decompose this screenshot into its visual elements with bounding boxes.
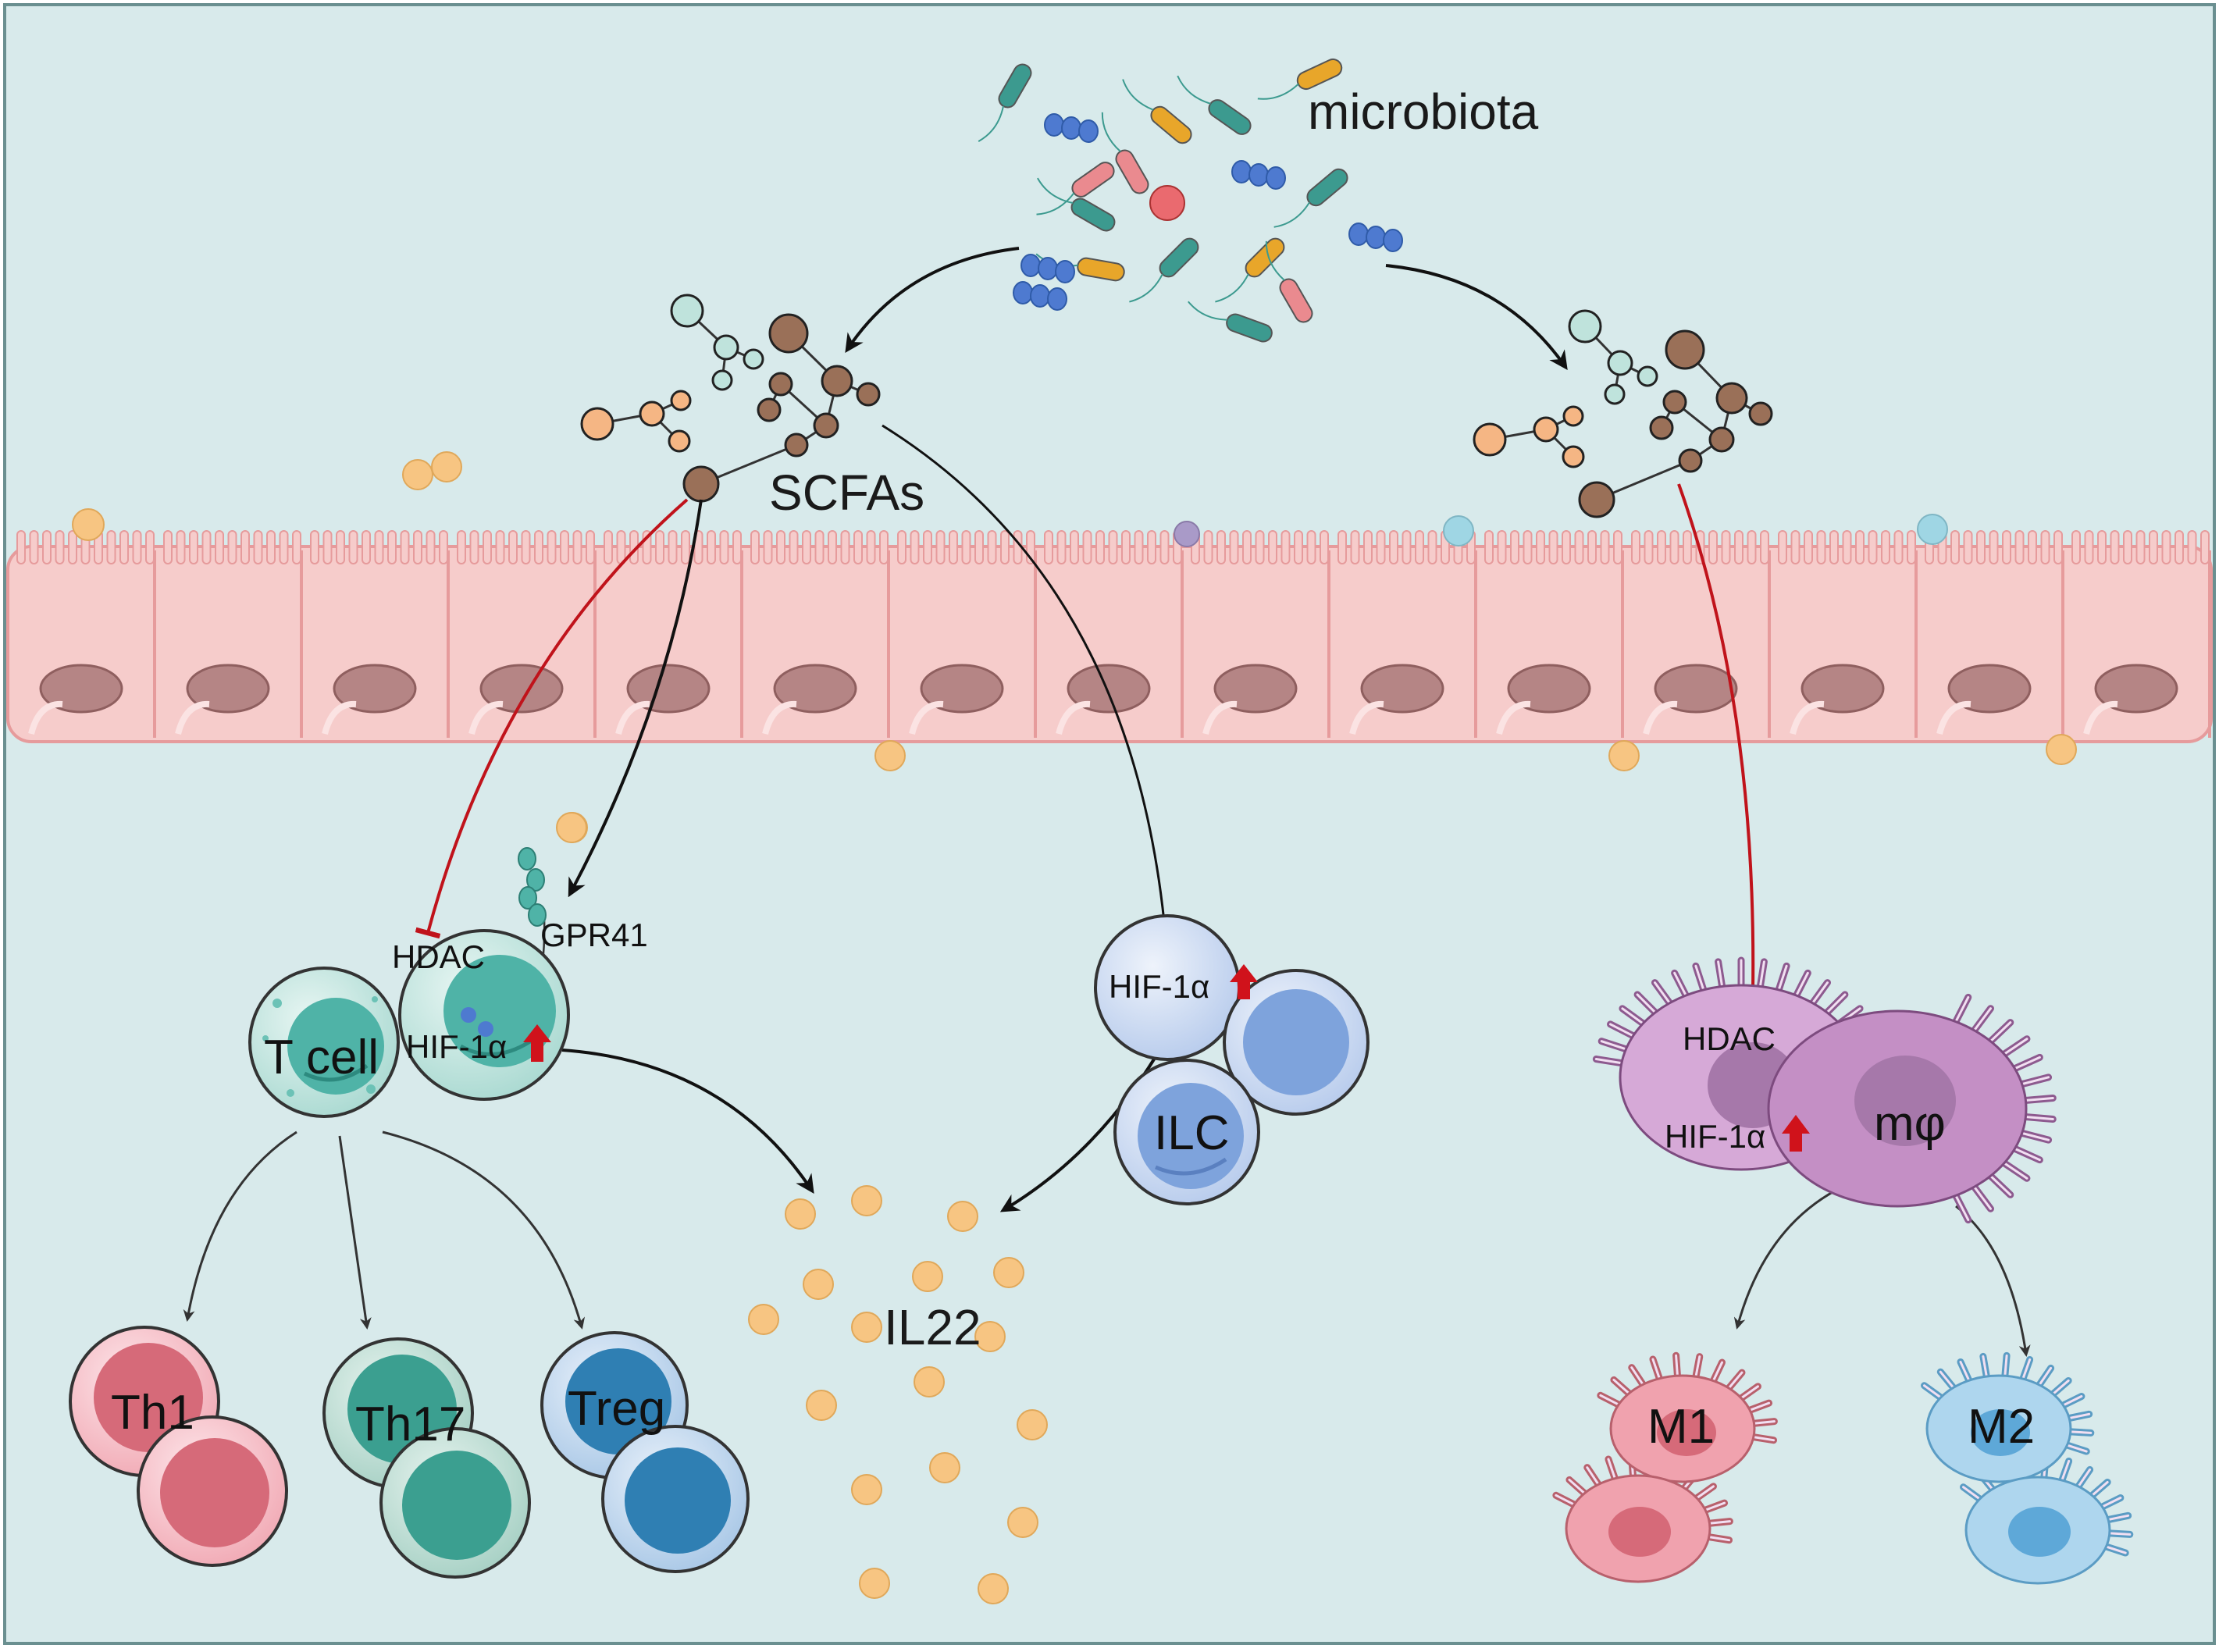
m2-label: M2 [1968, 1400, 2035, 1454]
scfa-molecule-right [1473, 309, 1773, 518]
up-arrow-icon [1230, 964, 1258, 999]
scfa-molecule-left [580, 294, 881, 503]
up-arrow-icon [523, 1024, 551, 1062]
epithelial-layer [6, 530, 2213, 743]
m2-macrophages: M2 [1921, 1351, 2134, 1585]
gpr41-receptor [518, 847, 547, 927]
t-cell-left [248, 967, 400, 1118]
hif-label-tcell: HIF-1α [406, 1028, 507, 1065]
pathway-arrows [183, 247, 2031, 1357]
gpr41-label: GPR41 [540, 917, 648, 953]
m1-macrophages: M1 [1552, 1351, 1778, 1583]
hif-label-macrophage: HIF-1α [1665, 1118, 1765, 1155]
il22-label: IL22 [884, 1299, 981, 1355]
treg-cells: Treg [540, 1331, 750, 1573]
th1-cells: Th1 [69, 1326, 288, 1567]
macrophage-group: HDAC HIF-1α mφ [1592, 956, 2057, 1224]
macrophage-label: mφ [1874, 1097, 1946, 1151]
hdac-label-macrophage: HDAC [1683, 1020, 1776, 1057]
epithelial-cells [28, 550, 2211, 738]
th17-label: Th17 [355, 1397, 465, 1451]
ilc-group: HIF-1α ILC [1094, 914, 1370, 1205]
hif-label-ilc: HIF-1α [1109, 968, 1209, 1005]
t-cell-label: T cell [264, 1031, 379, 1084]
microbiota-label: microbiota [1308, 84, 1539, 140]
m1-label: M1 [1647, 1400, 1715, 1454]
scfa-particle [556, 812, 587, 843]
microbiota-cluster [978, 58, 1403, 343]
up-arrow-icon [1782, 1115, 1810, 1152]
il22-cytokines [748, 1185, 1048, 1604]
ilc-label: ILC [1154, 1106, 1229, 1160]
treg-label: Treg [568, 1382, 665, 1436]
hdac-label-tcell: HDAC [392, 938, 485, 975]
scfas-label: SCFAs [769, 465, 924, 521]
th17-cells: Th17 [322, 1337, 531, 1579]
th1-label: Th1 [111, 1386, 194, 1440]
t-cell-group: T cell HDAC HIF-1α [248, 929, 570, 1118]
